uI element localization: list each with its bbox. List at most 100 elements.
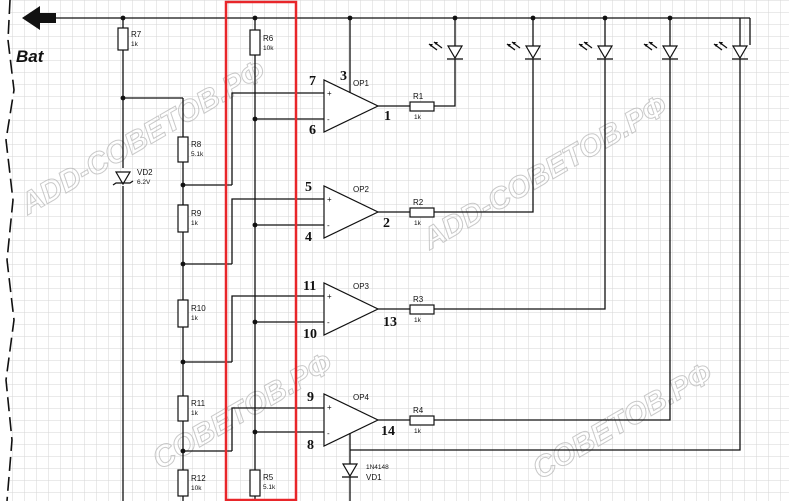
opamp-op1: + - OP1 7 6 3 1 R1 1k (309, 18, 456, 138)
highlight-box (224, 0, 298, 501)
r7-name: R7 (131, 30, 142, 39)
r10-value: 1k (191, 315, 199, 322)
led-array (428, 18, 749, 62)
op3-plus-pin: 11 (303, 279, 316, 294)
op1-plus-pin: 7 (309, 74, 316, 89)
vd2-value: 6.2V (137, 179, 151, 186)
r2-value: 1k (414, 220, 422, 227)
op4-plus-pin: 9 (307, 390, 314, 405)
r7-value: 1k (131, 41, 139, 48)
resistor-r2 (409, 207, 435, 218)
torn-edge-line (5, 0, 15, 501)
op4-name: OP4 (353, 393, 370, 402)
op3-minus-pin: 10 (303, 327, 317, 342)
resistor-r3 (409, 304, 435, 315)
torn-edge-left (0, 0, 14, 501)
supply-label: Bat (16, 47, 45, 66)
r4-name: R4 (413, 406, 424, 415)
vd1-name: VD1 (366, 473, 382, 482)
op2-name: OP2 (353, 185, 370, 194)
r8-value: 5.1k (191, 151, 204, 158)
led-1 (428, 18, 464, 62)
r11-value: 1k (191, 410, 199, 417)
led5-return-wire (350, 62, 741, 451)
plus-input-wires (231, 92, 324, 451)
minus-symbol: - (327, 429, 330, 438)
r4-value: 1k (414, 428, 422, 435)
reference-chain: R6 10k R5 5.1k (249, 18, 324, 501)
op1-name: OP1 (353, 79, 370, 88)
led-diode-icon (731, 45, 749, 60)
resistor-r9 (177, 204, 189, 233)
vd1-value: 1N4148 (366, 464, 389, 471)
r5-name: R5 (263, 473, 274, 482)
rail-junctions (120, 15, 673, 21)
zener-diode-symbol (114, 171, 132, 186)
opamp-triangle (323, 185, 380, 239)
r3-value: 1k (414, 317, 422, 324)
r1-value: 1k (414, 114, 422, 121)
r6-name: R6 (263, 34, 274, 43)
op1-supply-pin: 3 (340, 69, 347, 84)
resistor-r4 (409, 415, 435, 426)
led-diode-icon (596, 45, 614, 60)
r9-value: 1k (191, 220, 199, 227)
minus-symbol: - (327, 115, 330, 124)
plus-symbol: + (327, 403, 332, 412)
op2-out-pin: 2 (383, 216, 390, 231)
op4-out-pin: 14 (381, 424, 395, 439)
op4-minus-pin: 8 (307, 438, 314, 453)
opamp-triangle (323, 393, 380, 447)
led-4 (643, 18, 679, 62)
supply-arrow-icon (22, 6, 56, 30)
op1-minus-pin: 6 (309, 123, 316, 138)
op3-out-pin: 13 (383, 315, 397, 330)
resistor-r6 (249, 29, 261, 56)
led-3 (578, 18, 614, 62)
resistor-r5 (249, 469, 261, 497)
r12-name: R12 (191, 474, 206, 483)
minus-symbol: - (327, 221, 330, 230)
op2-plus-pin: 5 (305, 180, 312, 195)
plus-symbol: + (327, 292, 332, 301)
op1-out-pin: 1 (384, 109, 391, 124)
minus-symbol: - (327, 318, 330, 327)
r1-name: R1 (413, 92, 424, 101)
opamp-triangle (323, 79, 380, 133)
opamp-op3: + - OP3 11 10 13 R3 1k (303, 62, 606, 342)
resistor-r8 (177, 136, 189, 163)
r12-value: 10k (191, 485, 202, 492)
op3-name: OP3 (353, 282, 370, 291)
led-5 (713, 18, 749, 62)
led-2 (506, 18, 542, 62)
diode-vd1-symbol (341, 463, 359, 478)
r7-branch: R7 1k VD2 6.2V (112, 18, 183, 501)
opamp-op2: + - OP2 5 4 2 R2 1k (305, 62, 534, 245)
op2-minus-pin: 4 (305, 230, 312, 245)
plus-symbol: + (327, 195, 332, 204)
led-diode-icon (661, 45, 679, 60)
vd2-name: VD2 (137, 168, 153, 177)
supply-rail: Bat (16, 6, 751, 66)
resistor-r12 (177, 469, 189, 497)
led-diode-icon (524, 45, 542, 60)
plus-symbol: + (327, 89, 332, 98)
r11-name: R11 (191, 399, 206, 408)
r2-name: R2 (413, 198, 424, 207)
r5-value: 5.1k (263, 484, 276, 491)
r10-name: R10 (191, 304, 206, 313)
r9-name: R9 (191, 209, 202, 218)
r8-name: R8 (191, 140, 202, 149)
resistor-r10 (177, 299, 189, 328)
resistor-r11 (177, 395, 189, 422)
resistor-r7 (117, 27, 129, 51)
resistor-r1 (409, 101, 435, 112)
led-diode-icon (446, 45, 464, 60)
r3-name: R3 (413, 295, 424, 304)
opamp-op4: + - OP4 9 8 14 R4 1k 1N4148 VD1 (307, 62, 671, 501)
opamp-triangle (323, 282, 380, 336)
r6-value: 10k (263, 45, 274, 52)
left-divider-chain: R8 5.1k R9 1k R10 1k R11 1k R12 10k (177, 98, 232, 501)
